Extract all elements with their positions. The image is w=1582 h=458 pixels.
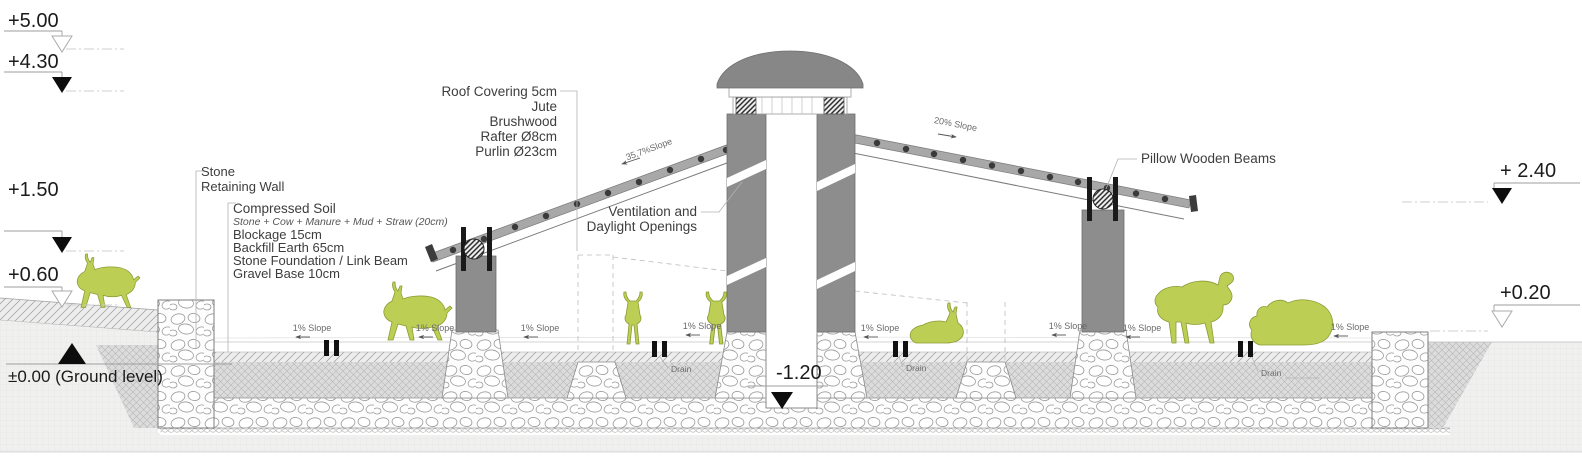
backfill-label: Backfill Earth 65cm bbox=[233, 240, 344, 255]
floor-slope-labels: 1% Slope 1% Slope 1% Slope 1% Slope 1% S… bbox=[293, 321, 1370, 340]
level-triangle-filled bbox=[52, 77, 72, 93]
elevation-markers-right: + 2.40 +0.20 bbox=[1402, 160, 1580, 332]
floor-slope-label: 1% Slope bbox=[1049, 321, 1088, 331]
ventilation-slits bbox=[727, 160, 855, 289]
footing-right-column bbox=[1069, 329, 1137, 399]
exterior-ground-right bbox=[1428, 341, 1582, 433]
floor-slope-label: 1% Slope bbox=[1123, 323, 1162, 333]
tower-dome-roof bbox=[716, 50, 864, 89]
goat-lying bbox=[909, 302, 964, 344]
elevation-plus240: + 2.40 bbox=[1500, 160, 1556, 182]
stone-retaining-wall-right bbox=[1371, 331, 1429, 429]
floor-slope-label: 1% Slope bbox=[416, 323, 455, 333]
stone-wall-label-line2: Retaining Wall bbox=[201, 179, 284, 194]
tower-wall-left bbox=[726, 113, 767, 333]
left-roof-purlins bbox=[449, 146, 730, 254]
floor-slope-label: 1% Slope bbox=[293, 323, 332, 333]
elevation-markers-left: +5.00 +4.30 +1.50 +0.60 ±0.00 (Ground le… bbox=[4, 10, 232, 386]
elevation-plus430: +4.30 bbox=[8, 51, 59, 73]
brushwood-label: Brushwood bbox=[489, 114, 557, 129]
exterior-ground-left bbox=[0, 297, 159, 433]
elevation-plus150: +1.50 bbox=[8, 179, 59, 201]
jute-label: Jute bbox=[531, 99, 557, 114]
roof-covering-label: Roof Covering 5cm bbox=[441, 84, 557, 99]
drain-label: Drain bbox=[906, 363, 927, 373]
purlin-label: Purlin Ø23cm bbox=[475, 144, 557, 159]
footing-hidden-left bbox=[566, 361, 627, 399]
ventilation-tower bbox=[716, 50, 864, 333]
ventilation-label-line1: Ventilation and bbox=[608, 204, 697, 219]
compressed-soil-label: Compressed Soil bbox=[233, 201, 336, 216]
elevation-plus060: +0.60 bbox=[8, 264, 59, 286]
level-triangle-filled bbox=[771, 392, 793, 409]
right-roof-slope-label: 20% Slope bbox=[933, 115, 978, 133]
left-roof-slope-label: 35,7%Slope bbox=[624, 136, 673, 162]
right-roof-end-cap bbox=[1189, 195, 1198, 212]
left-roof-end-cap bbox=[425, 244, 438, 262]
footing-hidden-right bbox=[955, 361, 1017, 399]
drain-label: Drain bbox=[671, 364, 692, 374]
soil-mix-label: Stone + Cow + Manure + Mud + Straw (20cm… bbox=[233, 216, 448, 228]
tower-wall-right bbox=[816, 113, 856, 333]
stone-wall-annotation: Stone Retaining Wall bbox=[201, 164, 284, 194]
ventilation-annotation: Ventilation and Daylight Openings bbox=[587, 204, 698, 234]
clerestory-block-left bbox=[735, 97, 757, 115]
ventilation-label-line2: Daylight Openings bbox=[587, 219, 698, 234]
elevation-minus120: -1.20 bbox=[776, 362, 822, 384]
ground-level-triangle bbox=[58, 343, 86, 364]
gravel-label: Gravel Base 10cm bbox=[233, 266, 340, 281]
pillow-beams-label: Pillow Wooden Beams bbox=[1141, 151, 1276, 166]
level-triangle-filled bbox=[52, 237, 72, 253]
pillow-beam-right bbox=[1092, 188, 1114, 210]
clerestory-mullions bbox=[761, 97, 813, 114]
level-triangle-open bbox=[1491, 310, 1513, 328]
floor-slope-label: 1% Slope bbox=[683, 321, 722, 331]
clerestory-block-right bbox=[823, 97, 845, 115]
rafter-label: Rafter Ø8cm bbox=[480, 129, 557, 144]
sheep-lying bbox=[1249, 299, 1334, 346]
roof-material-stack: Roof Covering 5cm Jute Brushwood Rafter … bbox=[441, 84, 557, 159]
level-triangle-filled bbox=[1492, 188, 1512, 204]
right-column bbox=[1081, 177, 1125, 333]
pillow-beam-left bbox=[463, 238, 485, 260]
elevation-plus020: +0.20 bbox=[1500, 282, 1551, 304]
stone-wall-label-line1: Stone bbox=[201, 164, 235, 179]
pit-elevation-marker: -1.20 bbox=[748, 362, 828, 409]
foundation-label: Stone Foundation / Link Beam bbox=[233, 253, 408, 268]
annotation-leaders bbox=[195, 90, 1137, 352]
goat-on-slope bbox=[76, 253, 141, 308]
elevation-ground: ±0.00 (Ground level) bbox=[8, 367, 163, 386]
level-triangle-open bbox=[51, 290, 73, 308]
drain-label: Drain bbox=[1261, 368, 1282, 378]
left-column bbox=[455, 227, 497, 333]
subsoil-band bbox=[0, 433, 1582, 453]
floor-slope-label: 1% Slope bbox=[521, 323, 560, 333]
blockage-label: Blockage 15cm bbox=[233, 227, 322, 242]
goat-center-front bbox=[623, 291, 643, 345]
soil-material-stack: Compressed Soil Stone + Cow + Manure + M… bbox=[233, 201, 448, 281]
floor-slope-label: 1% Slope bbox=[1331, 322, 1370, 332]
hidden-outline bbox=[577, 254, 1006, 360]
stone-footings bbox=[441, 329, 1137, 399]
footing-left-column bbox=[441, 329, 509, 399]
sheep-standing bbox=[1154, 271, 1235, 344]
right-roof: 20% Slope bbox=[828, 115, 1198, 220]
floor-slope-label: 1% Slope bbox=[861, 323, 900, 333]
elevation-plus500: +5.00 bbox=[8, 10, 59, 32]
drains: Drain Drain Drain bbox=[324, 340, 1320, 379]
level-triangle-open bbox=[51, 35, 73, 53]
goat-by-tower-wall bbox=[705, 291, 728, 345]
